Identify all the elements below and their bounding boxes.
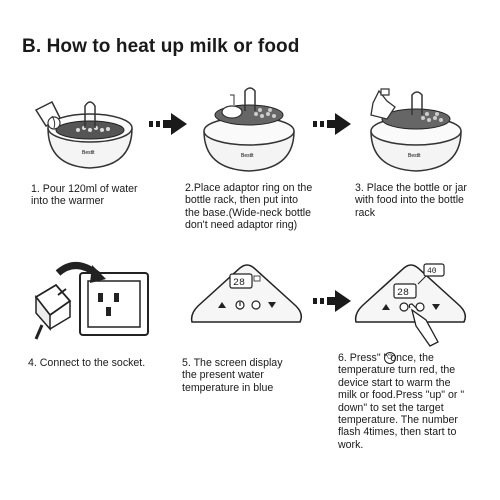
caption-line: down" to set the target	[338, 401, 444, 414]
caption-line: into the warmer	[31, 195, 105, 208]
step-4-caption: 4. Connect to the socket.	[28, 357, 145, 369]
page-title: B. How to heat up milk or food	[22, 36, 300, 57]
step-5-illustration: 28	[188, 260, 306, 330]
caption-line: 1. Pour 120ml of water	[31, 183, 138, 195]
brand-label: Bestlt	[408, 153, 421, 159]
power-icon: ⏻	[384, 352, 396, 364]
display-readout: 28	[233, 278, 245, 289]
step-2-caption: 2.Place adaptor ring on the bottle rack,…	[185, 182, 312, 232]
step-1-illustration: Bestlt	[30, 88, 150, 173]
step-3-caption: 3. Place the bottle or jar with food int…	[355, 182, 467, 219]
step-2-illustration: Bestlt	[190, 85, 308, 173]
step-4-illustration	[28, 255, 153, 350]
caption-line: device start to warm the	[338, 376, 451, 389]
right-arrow-icon	[313, 113, 351, 135]
caption-line: the base.(Wide-neck bottle	[185, 206, 312, 219]
step-1-caption: 1. Pour 120ml of water into the warmer	[31, 183, 138, 208]
caption-line: temperature. The number	[338, 414, 458, 427]
display-readout: 28	[397, 288, 409, 299]
caption-line: the present water	[182, 369, 264, 382]
caption-line: flash 4times, then start to	[338, 426, 457, 439]
caption-line: temperature turn red, the	[338, 364, 456, 377]
caption-line: 2.Place adaptor ring on the	[185, 182, 313, 194]
brand-label: Bestlt	[241, 153, 254, 159]
caption-line: milk or food.Press "up" or "	[338, 389, 465, 402]
caption-line: temperature in blue	[182, 381, 274, 394]
caption-line: bottle rack, then put into	[185, 194, 299, 207]
caption-line: rack	[355, 206, 376, 219]
caption-line: work.	[338, 438, 364, 451]
brand-label: Bestlt	[82, 150, 95, 156]
right-arrow-icon	[149, 113, 187, 135]
caption-line-with-icon: 6. Press" " once, the ⏻	[338, 352, 464, 364]
caption-line: with food into the bottle	[355, 194, 464, 207]
step-6-illustration: 28 40	[352, 258, 477, 348]
caption-line: 4. Connect to the socket.	[28, 357, 146, 369]
step-3-illustration: Bestlt	[357, 85, 475, 173]
caption-line: don't need adaptor ring)	[185, 219, 298, 232]
step-5-caption: 5. The screen display the present water …	[182, 357, 283, 394]
step-6-caption: 6. Press" " once, the ⏻ temperature turn…	[338, 352, 464, 451]
right-arrow-icon	[313, 290, 351, 312]
caption-line: 5. The screen display	[182, 357, 283, 369]
target-readout: 40	[427, 267, 437, 276]
caption-line: 3. Place the bottle or jar	[355, 182, 467, 194]
